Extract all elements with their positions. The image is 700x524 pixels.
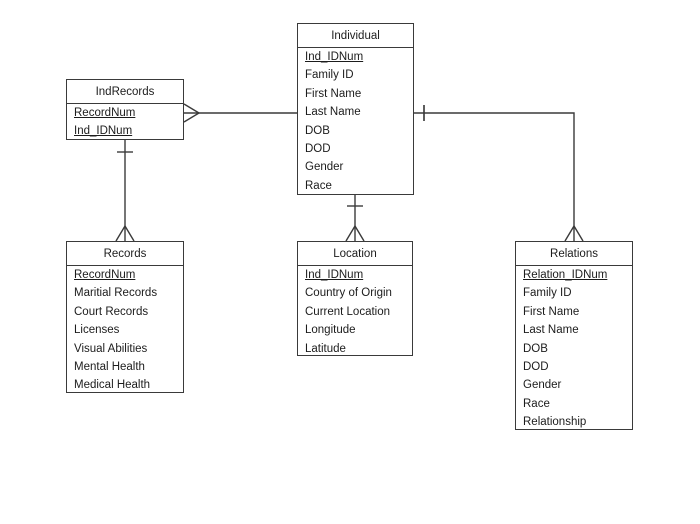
attribute-row: Last Name	[523, 324, 579, 337]
attribute-row: Gender	[305, 161, 344, 174]
entity-location[interactable]: Location Ind_IDNum Country of Origin Cur…	[297, 241, 413, 356]
attribute-list-location: Ind_IDNum Country of Origin Current Loca…	[298, 266, 412, 358]
attribute-row: Family ID	[523, 287, 572, 300]
attribute-row: First Name	[305, 87, 362, 100]
attribute-row: Ind_IDNum	[305, 269, 364, 281]
attribute-row: Ind_IDNum	[305, 51, 364, 63]
entity-individual[interactable]: Individual Ind_IDNum Family ID First Nam…	[297, 23, 414, 195]
attribute-row: Ind_IDNum	[74, 125, 133, 138]
cardinality-many-location	[345, 224, 365, 242]
entity-title-location: Location	[298, 242, 412, 266]
attribute-row: Family ID	[305, 69, 354, 82]
attribute-row: Gender	[523, 379, 562, 392]
entity-title-individual: Individual	[298, 24, 413, 48]
attribute-list-relations: Relation_IDNum Family ID First Name Last…	[516, 266, 632, 432]
entity-indrecords[interactable]: IndRecords RecordNum Ind_IDNum	[66, 79, 184, 140]
cardinality-many-indrecords	[183, 103, 201, 123]
attribute-row: Visual Abilities	[74, 342, 148, 355]
entity-title-indrecords: IndRecords	[67, 80, 183, 104]
attribute-row: Race	[523, 397, 550, 410]
attribute-row: Current Location	[305, 305, 391, 318]
attribute-list-indrecords: RecordNum Ind_IDNum	[67, 104, 183, 141]
connector-indrecords-records	[115, 140, 135, 242]
attribute-row: Court Records	[74, 305, 149, 318]
connector-individual-relations	[414, 105, 584, 242]
attribute-row: DOB	[523, 342, 548, 355]
attribute-row: RecordNum	[74, 269, 136, 281]
entity-relations[interactable]: Relations Relation_IDNum Family ID First…	[515, 241, 633, 430]
attribute-row: Licenses	[74, 324, 120, 337]
attribute-row: Medical Health	[74, 379, 151, 392]
attribute-row: Longitude	[305, 324, 356, 337]
attribute-row: DOD	[523, 360, 549, 373]
attribute-list-individual: Ind_IDNum Family ID First Name Last Name…	[298, 48, 413, 195]
attribute-row: Country of Origin	[305, 287, 392, 300]
cardinality-many-relations	[564, 224, 584, 242]
entity-records[interactable]: Records RecordNum Maritial Records Court…	[66, 241, 184, 393]
attribute-row: Mental Health	[74, 360, 145, 373]
attribute-row: Last Name	[305, 106, 361, 119]
cardinality-many-records	[115, 224, 135, 242]
attribute-row: Race	[305, 179, 332, 192]
attribute-row: DOD	[305, 142, 331, 155]
attribute-list-records: RecordNum Maritial Records Court Records…	[67, 266, 183, 395]
entity-title-records: Records	[67, 242, 183, 266]
attribute-row: Maritial Records	[74, 287, 158, 300]
attribute-row: Relationship	[523, 416, 587, 429]
connector-individual-location	[345, 195, 365, 242]
attribute-row: First Name	[523, 305, 580, 318]
entity-title-relations: Relations	[516, 242, 632, 266]
attribute-row: Relation_IDNum	[523, 269, 608, 281]
attribute-row: RecordNum	[74, 107, 136, 119]
attribute-row: Latitude	[305, 342, 346, 355]
attribute-row: DOB	[305, 124, 330, 137]
